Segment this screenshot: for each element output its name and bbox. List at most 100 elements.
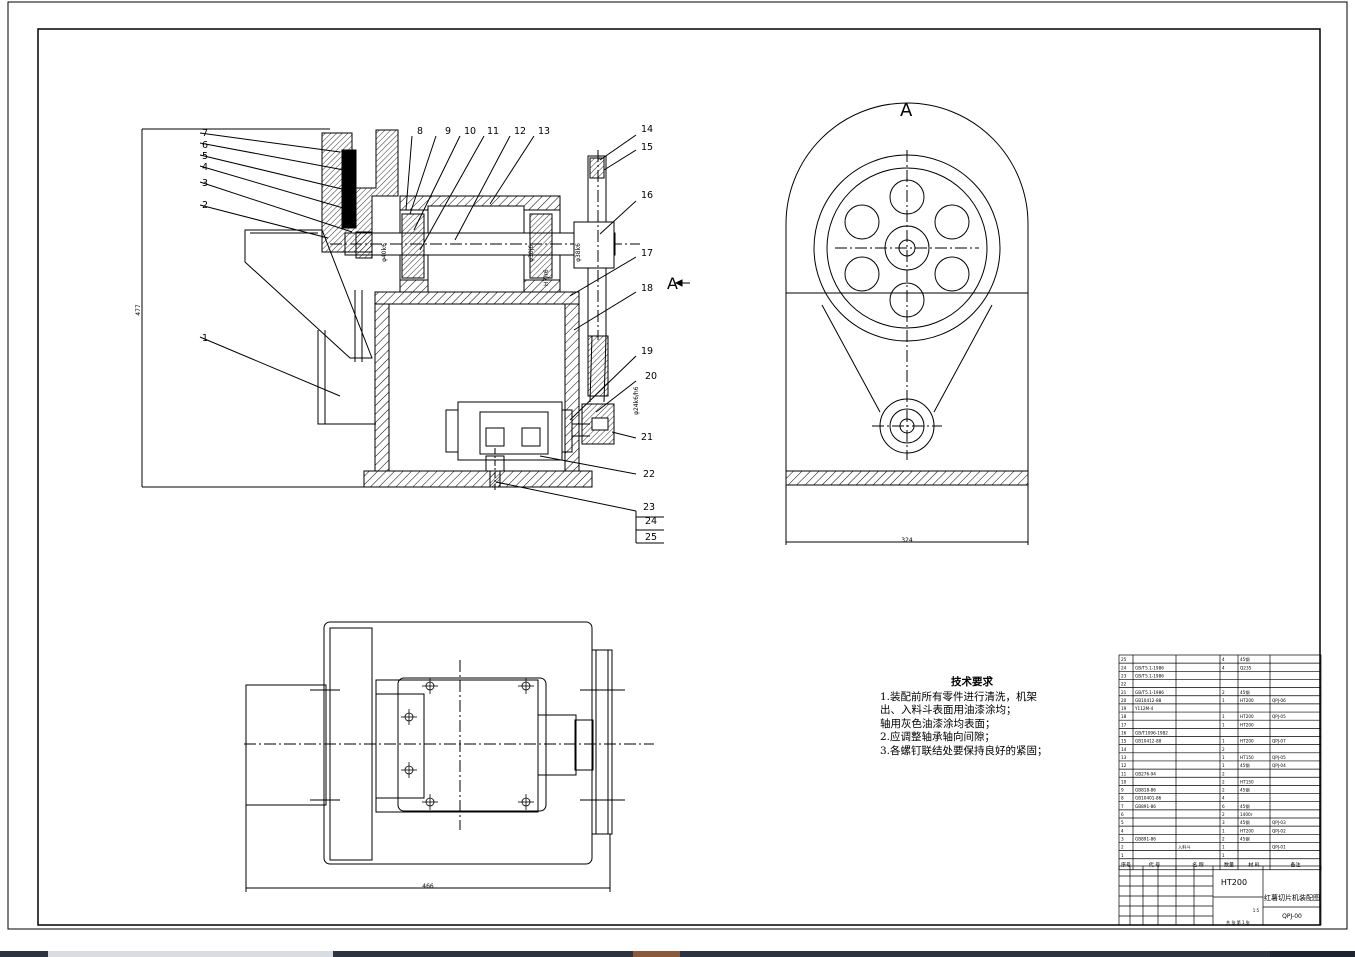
part-label-5: 5 bbox=[202, 151, 208, 162]
dim-fit-1: φ40k6 bbox=[381, 243, 388, 262]
part-label-18: 18 bbox=[641, 283, 653, 294]
parts-cell: 25 bbox=[1121, 657, 1127, 662]
parts-cell: GB/T1096-1982 bbox=[1135, 731, 1168, 736]
parts-cell: QPJ-06 bbox=[1272, 698, 1286, 703]
parts-cell: 22 bbox=[1121, 682, 1127, 687]
parts-cell: 13 bbox=[1121, 755, 1127, 760]
parts-cell: 14 bbox=[1121, 747, 1127, 752]
part-label-21: 21 bbox=[641, 432, 653, 443]
part-label-11: 11 bbox=[487, 126, 499, 137]
parts-cell: QPJ-05 bbox=[1272, 714, 1286, 719]
parts-cell: 1 bbox=[1222, 853, 1225, 858]
dim-width-plan: 466 bbox=[422, 883, 434, 890]
parts-cell: 1 bbox=[1222, 722, 1225, 727]
parts-header-cell: 备注 bbox=[1290, 861, 1300, 868]
parts-cell: QPJ-03 bbox=[1272, 820, 1286, 825]
parts-cell: 7 bbox=[1121, 804, 1124, 809]
part-label-20: 20 bbox=[645, 371, 657, 382]
plan-bolt-marks bbox=[401, 678, 534, 810]
parts-cell: GB/T5.1-1986 bbox=[1135, 673, 1164, 678]
parts-cell: 1 bbox=[1222, 714, 1225, 719]
parts-cell: 21 bbox=[1121, 690, 1127, 695]
parts-cell: HT150 bbox=[1240, 755, 1254, 760]
parts-cell: 4 bbox=[1222, 657, 1225, 662]
parts-cell: 4 bbox=[1222, 665, 1225, 670]
parts-cell: 1 bbox=[1222, 698, 1225, 703]
requirement-line: 1.装配前所有零件进行清洗，机架 bbox=[880, 690, 1038, 703]
parts-cell: 1400r bbox=[1240, 812, 1253, 817]
inner-border bbox=[37, 28, 1321, 926]
parts-cell: 1 bbox=[1222, 739, 1225, 744]
part-label-1: 1 bbox=[202, 333, 208, 344]
taskbar-app-1[interactable] bbox=[48, 951, 333, 957]
parts-cell: HT200 bbox=[1240, 722, 1254, 727]
part-label-4: 4 bbox=[202, 162, 208, 173]
parts-cell: 5 bbox=[1121, 820, 1124, 825]
title-block-text: HT200 红薯切片机装配图 QPJ-00 1:5 共 张 第 1 张 bbox=[1221, 878, 1320, 925]
section-view bbox=[141, 128, 690, 544]
part-label-15: 15 bbox=[641, 142, 653, 153]
taskbar-app-2[interactable] bbox=[633, 951, 680, 957]
parts-cell: GB10412-88 bbox=[1135, 698, 1162, 703]
parts-cell: HT200 bbox=[1240, 828, 1254, 833]
part-label-24: 24 bbox=[645, 516, 657, 527]
parts-cell: 2 bbox=[1222, 690, 1225, 695]
taskbar-tray[interactable] bbox=[1270, 951, 1355, 957]
parts-cell: Y112M-4 bbox=[1134, 706, 1154, 711]
parts-cell: GB276-94 bbox=[1135, 771, 1156, 776]
part-label-19: 19 bbox=[641, 346, 653, 357]
section-dimensions: 477 φ40k6 H7/r6 φ38k6 φ24k6/h6 φ30j6 bbox=[135, 243, 640, 415]
parts-cell: 8 bbox=[1121, 796, 1124, 801]
parts-cell: GB10412-88 bbox=[1135, 739, 1162, 744]
parts-cell: 45钢 bbox=[1240, 803, 1250, 810]
parts-cell: GB891-86 bbox=[1135, 804, 1156, 809]
parts-cell: QPJ-07 bbox=[1272, 739, 1286, 744]
parts-cell: 1 bbox=[1222, 763, 1225, 768]
parts-cell: 18 bbox=[1121, 714, 1127, 719]
parts-cell: 2 bbox=[1222, 788, 1225, 793]
dim-fit-3: φ38k6 bbox=[575, 243, 582, 262]
part-label-22: 22 bbox=[643, 469, 655, 480]
part-label-2: 2 bbox=[202, 200, 208, 211]
view-a bbox=[785, 102, 1029, 545]
view-arrow-label: A bbox=[667, 274, 678, 293]
parts-cell: GB/T5.1-1986 bbox=[1135, 665, 1164, 670]
dim-fit-5: φ30j6 bbox=[528, 245, 535, 262]
title-scale: 1:5 bbox=[1253, 908, 1260, 913]
part-label-23: 23 bbox=[643, 502, 655, 513]
parts-cell: 2 bbox=[1222, 812, 1225, 817]
parts-cell: 2 bbox=[1222, 771, 1225, 776]
parts-cell: 16 bbox=[1121, 731, 1127, 736]
parts-cell: Q235 bbox=[1240, 665, 1252, 670]
parts-cell: 17 bbox=[1121, 722, 1127, 727]
dim-fit-2: H7/r6 bbox=[543, 269, 550, 286]
parts-cell: 11 bbox=[1121, 771, 1127, 776]
parts-cell: GB891-86 bbox=[1135, 836, 1156, 841]
parts-cell: GB818-86 bbox=[1135, 788, 1156, 793]
parts-header-cell: 材 料 bbox=[1248, 861, 1260, 868]
parts-cell: 2 bbox=[1222, 836, 1225, 841]
part-label-12: 12 bbox=[514, 126, 526, 137]
parts-cell: 45钢 bbox=[1240, 819, 1250, 826]
parts-cell: 24 bbox=[1121, 665, 1127, 670]
parts-cell: 20 bbox=[1121, 698, 1127, 703]
parts-cell: 1 bbox=[1222, 845, 1225, 850]
part-label-10: 10 bbox=[464, 126, 476, 137]
parts-cell: 2 bbox=[1222, 779, 1225, 784]
part-label-16: 16 bbox=[641, 190, 653, 201]
requirement-line: 2.应调整轴承轴向间隙； bbox=[880, 731, 996, 743]
parts-header-cell: 代 号 bbox=[1149, 861, 1161, 868]
parts-header-cell: 数量 bbox=[1224, 861, 1234, 868]
parts-header-cell: 名 称 bbox=[1192, 861, 1204, 868]
title-drawing-name: 红薯切片机装配图 bbox=[1264, 893, 1320, 902]
parts-cell: 23 bbox=[1121, 673, 1127, 678]
parts-cell: 1 bbox=[1222, 755, 1225, 760]
parts-cell: 45钢 bbox=[1240, 762, 1250, 769]
parts-cell: HT150 bbox=[1240, 779, 1254, 784]
parts-cell: 6 bbox=[1222, 804, 1225, 809]
dim-height-total: 477 bbox=[135, 304, 142, 316]
parts-cell: QPJ-04 bbox=[1272, 763, 1286, 768]
parts-cell: 1 bbox=[1222, 828, 1225, 833]
parts-cell: 3 bbox=[1222, 820, 1225, 825]
